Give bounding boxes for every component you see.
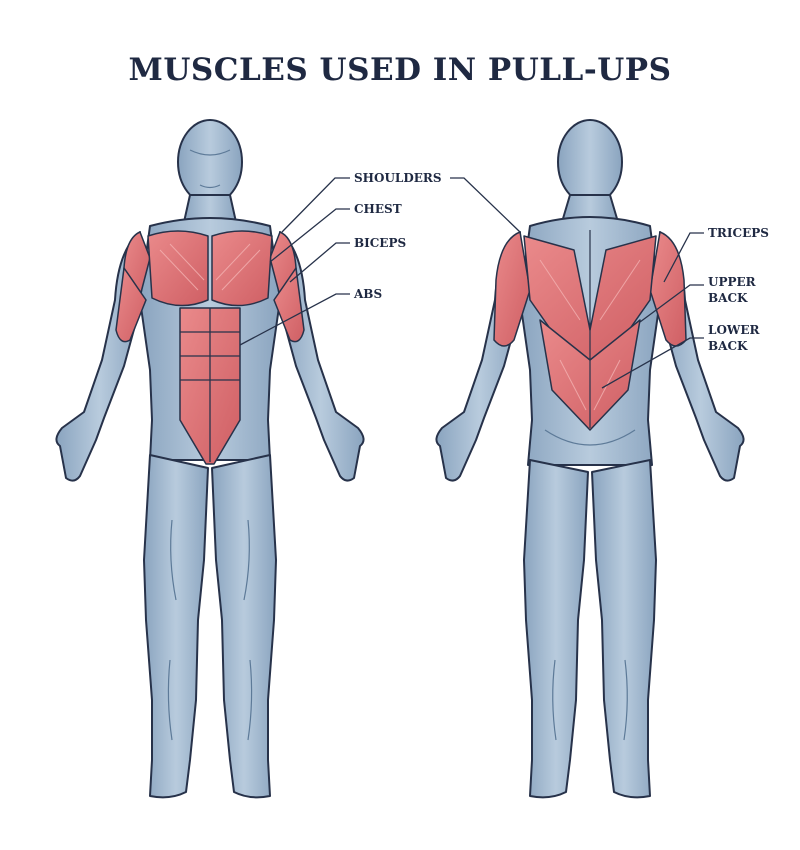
- front-head: [177, 119, 243, 205]
- label-upper-back: UPPER BACK: [708, 275, 756, 305]
- leader-biceps: [289, 242, 350, 283]
- leader-shoulders: [281, 177, 350, 233]
- leader-shoulders-back: [450, 177, 521, 233]
- front-left-leg: [143, 454, 209, 799]
- left-biceps-muscle: [115, 267, 147, 343]
- label-chest: CHEST: [354, 202, 402, 216]
- left-triceps-muscle: [493, 231, 531, 347]
- back-right-leg: [591, 459, 657, 799]
- label-biceps: BICEPS: [354, 236, 407, 250]
- leader-chest: [269, 208, 350, 263]
- label-lower-back: LOWER BACK: [708, 323, 760, 353]
- label-abs: ABS: [354, 287, 383, 301]
- leader-abs: [239, 293, 350, 346]
- leader-lower-back: [601, 337, 704, 389]
- label-shoulders: SHOULDERS: [354, 171, 442, 185]
- back-left-leg: [523, 459, 589, 799]
- right-biceps-muscle: [273, 267, 305, 343]
- label-triceps: TRICEPS: [708, 226, 769, 240]
- back-body: [435, 119, 745, 799]
- back-head: [557, 119, 623, 205]
- page-title: MUSCLES USED IN PULL-UPS: [128, 52, 672, 88]
- leader-upper-back: [639, 284, 704, 323]
- leader-triceps: [663, 232, 704, 283]
- front-right-leg: [211, 454, 277, 799]
